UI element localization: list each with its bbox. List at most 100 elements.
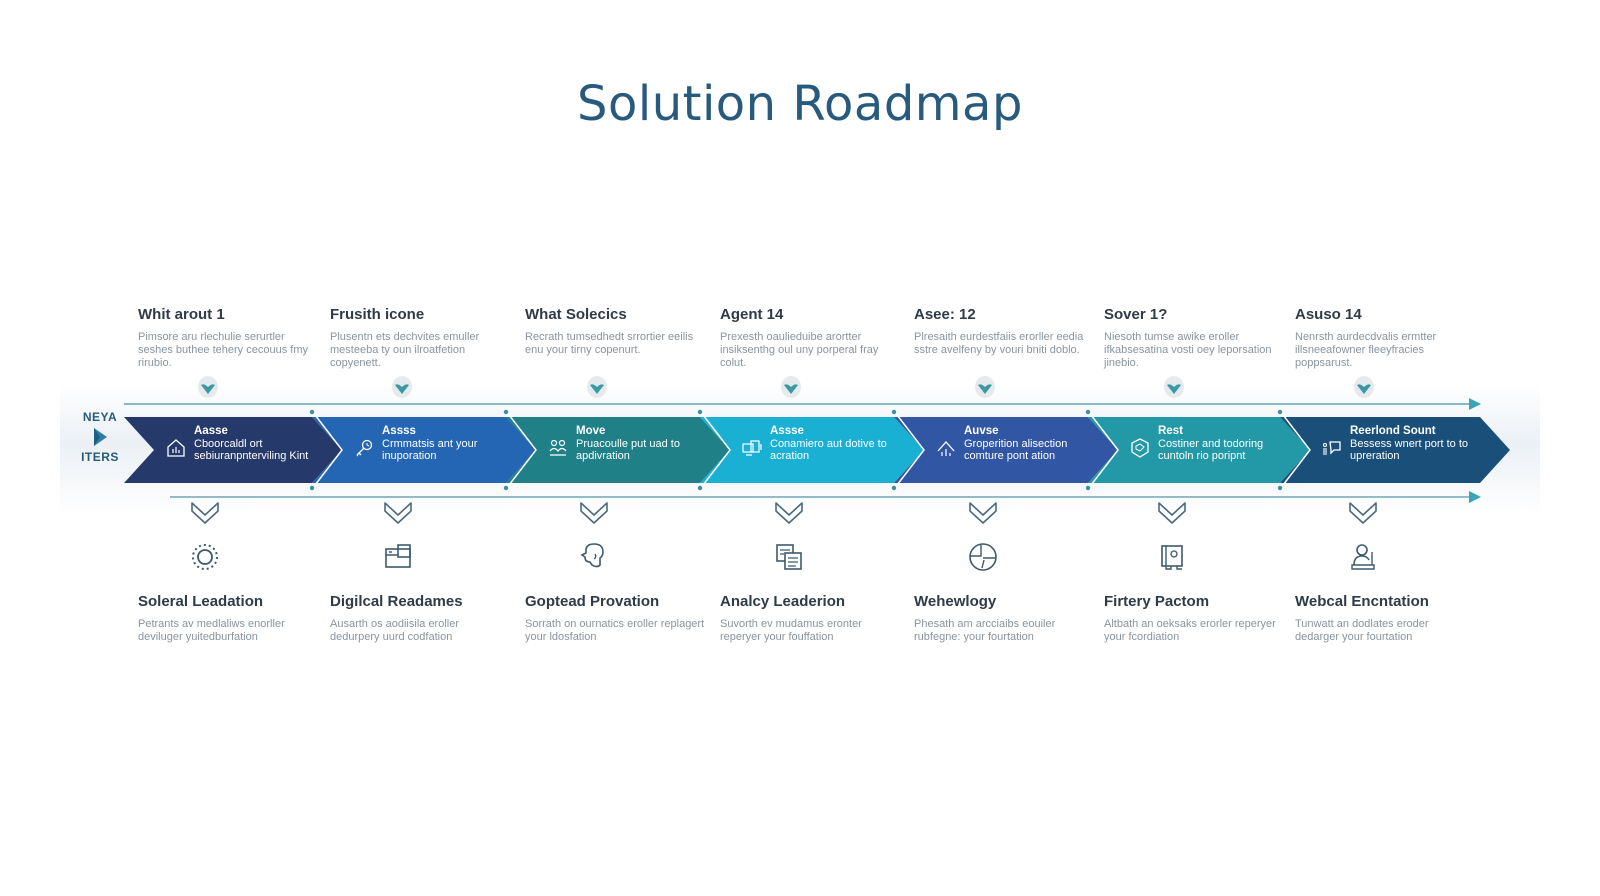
network-badge-icon xyxy=(1128,436,1152,460)
timeline-node-dot xyxy=(503,409,509,415)
chevron-segment-5[interactable] xyxy=(894,417,1118,483)
segment-label-6: Rest Costiner and todoring cuntoln rio p… xyxy=(1158,425,1288,463)
outcome-heading: Digilcal Readames xyxy=(330,593,463,610)
milestone-top-2: Frusith icone Plusentn ets dechvites emu… xyxy=(330,306,510,370)
brand-logo: NEYA ITERS xyxy=(80,410,120,464)
milestone-description: Nenrsth aurdecdvalis ermtter illsneeafow… xyxy=(1295,331,1437,369)
milestone-description: Plresaith eurdestfaiis erorller eedia ss… xyxy=(914,331,1084,356)
milestone-marker-icon[interactable] xyxy=(780,375,802,399)
chevron-segment-3[interactable] xyxy=(506,417,730,483)
segment-text: Pruacoulle put uad to apdivration xyxy=(576,437,680,463)
milestone-description: Prexesth oaulieduibe arortter insiksenth… xyxy=(720,331,879,369)
logo-top-text: NEYA xyxy=(82,410,118,424)
segment-title: Aasse xyxy=(194,425,228,437)
segment-title: Rest xyxy=(1158,425,1183,437)
segment-text: Cboorcaldl ort sebiuranpnterviling Kint xyxy=(194,437,309,463)
chevron-separator xyxy=(699,410,731,490)
segment-text: Crmmatsis ant your inuporation xyxy=(382,437,478,463)
cloud-upload-icon xyxy=(934,436,958,460)
milestone-marker-icon[interactable] xyxy=(197,375,219,399)
outcome-description: Phesath am arcciaibs eouiler rubfegne: y… xyxy=(914,618,1056,643)
segment-label-4: Assse Conamiero aut dotive to acration xyxy=(770,425,900,463)
timeline-node-dot xyxy=(309,409,315,415)
page-title: Solution Roadmap xyxy=(577,76,1023,132)
milestone-top-1: Whit arout 1 Pimsore aru rlechulie serur… xyxy=(138,306,318,370)
milestone-top-7: Asuso 14 Nenrsth aurdecdvalis ermtter il… xyxy=(1295,306,1475,370)
house-chart-icon xyxy=(164,436,188,460)
key-icon xyxy=(352,436,376,460)
chevron-separator xyxy=(505,410,537,490)
outcome-description: Tunwatt an dodlates eroder dedarger your… xyxy=(1295,618,1429,643)
chevron-segment-6[interactable] xyxy=(1088,417,1310,483)
outcome-description: Suvorth ev mudamus eronter reperyer your… xyxy=(720,618,862,643)
milestone-top-6: Sover 1? Niesoth tumse awike eroller ifk… xyxy=(1104,306,1284,370)
outcome-description: Ausarth os aodiisila eroller dedurpery u… xyxy=(330,618,460,643)
outcome-1: Soleral Leadation Petrants av medlaliws … xyxy=(138,593,318,644)
milestone-heading: Asuso 14 xyxy=(1295,306,1362,323)
milestone-top-4: Agent 14 Prexesth oaulieduibe arortter i… xyxy=(720,306,900,370)
segment-text: Groperition alisection comture pont atio… xyxy=(964,437,1068,463)
milestone-marker-icon[interactable] xyxy=(1353,375,1375,399)
milestone-description: Recrath tumsedhedt srrortier eeilis enu … xyxy=(525,331,694,356)
segment-text: Costiner and todoring cuntoln rio poripn… xyxy=(1158,437,1264,463)
outcome-7: Webcal Encntation Tunwatt an dodlates er… xyxy=(1295,593,1475,644)
milestone-top-5: Asee: 12 Plresaith eurdestfaiis erorller… xyxy=(914,306,1094,357)
segment-label-3: Move Pruacoulle put uad to apdivration xyxy=(576,425,706,463)
chevron-segment-2[interactable] xyxy=(312,417,536,483)
people-group-icon xyxy=(546,436,570,460)
play-triangle-icon xyxy=(94,428,107,446)
documents-icon xyxy=(772,540,806,574)
milestone-marker-icon[interactable] xyxy=(586,375,608,399)
outcome-description: Petrants av medlaliws enorller deviluger… xyxy=(138,618,285,643)
window-layout-icon xyxy=(381,540,415,574)
milestone-marker-icon[interactable] xyxy=(391,375,413,399)
timeline-node-dot xyxy=(309,485,315,491)
book-frame-icon xyxy=(1155,540,1189,574)
chevron-separator xyxy=(1087,410,1119,490)
chevron-segment-4[interactable] xyxy=(700,417,924,483)
globe-clock-icon xyxy=(966,540,1000,574)
segment-title: Reerlond Sount xyxy=(1350,425,1436,437)
milestone-heading: Whit arout 1 xyxy=(138,306,225,323)
chevron-down-icon xyxy=(1348,500,1378,526)
devices-icon xyxy=(740,436,764,460)
outcome-5: Wehewlogy Phesath am arcciaibs eouiler r… xyxy=(914,593,1094,644)
segment-label-1: Aasse Cboorcaldl ort sebiuranpnterviling… xyxy=(194,425,324,463)
chevron-down-icon xyxy=(968,500,998,526)
outcome-6: Firtery Pactom Altbath an oeksaks erorle… xyxy=(1104,593,1284,644)
milestone-heading: Sover 1? xyxy=(1104,306,1168,323)
milestone-description: Pimsore aru rlechulie serurtler seshes b… xyxy=(138,331,308,369)
milestone-heading: Asee: 12 xyxy=(914,306,976,323)
milestone-top-3: What Solecics Recrath tumsedhedt srrorti… xyxy=(525,306,705,357)
sun-icon xyxy=(188,540,222,574)
segment-text: Bessess wnert port to to upreration xyxy=(1350,437,1468,463)
milestone-heading: Frusith icone xyxy=(330,306,425,323)
milestone-description: Niesoth tumse awike eroller ifkabsesatin… xyxy=(1104,331,1272,369)
segment-label-7: Reerlond Sount Bessess wnert port to to … xyxy=(1350,425,1480,463)
milestone-heading: Agent 14 xyxy=(720,306,784,323)
timeline-node-dot xyxy=(1085,485,1091,491)
chevron-down-icon xyxy=(579,500,609,526)
outcome-description: Altbath an oeksaks erorler reperyer your… xyxy=(1104,618,1276,643)
milestone-heading: What Solecics xyxy=(525,306,627,323)
timeline-node-dot xyxy=(891,409,897,415)
outcome-heading: Firtery Pactom xyxy=(1104,593,1210,610)
timeline-node-dot xyxy=(697,485,703,491)
timeline-node-dot xyxy=(1277,485,1283,491)
outcome-heading: Analcy Leaderion xyxy=(720,593,846,610)
outcome-heading: Webcal Encntation xyxy=(1295,593,1429,610)
segment-title: Assse xyxy=(770,425,804,437)
outcome-heading: Soleral Leadation xyxy=(138,593,264,610)
chevron-segment-7[interactable] xyxy=(1280,417,1510,483)
chevron-segment-1[interactable] xyxy=(124,417,342,483)
outcome-heading: Goptead Provation xyxy=(525,593,660,610)
segment-title: Assss xyxy=(382,425,416,437)
outcome-heading: Wehewlogy xyxy=(914,593,997,610)
milestone-marker-icon[interactable] xyxy=(974,375,996,399)
user-desk-icon xyxy=(1346,540,1380,574)
milestone-marker-icon[interactable] xyxy=(1163,375,1185,399)
logo-bottom-text: ITERS xyxy=(81,450,119,464)
outcome-3: Goptead Provation Sorrath on ournatics e… xyxy=(525,593,705,644)
timeline-node-dot xyxy=(891,485,897,491)
